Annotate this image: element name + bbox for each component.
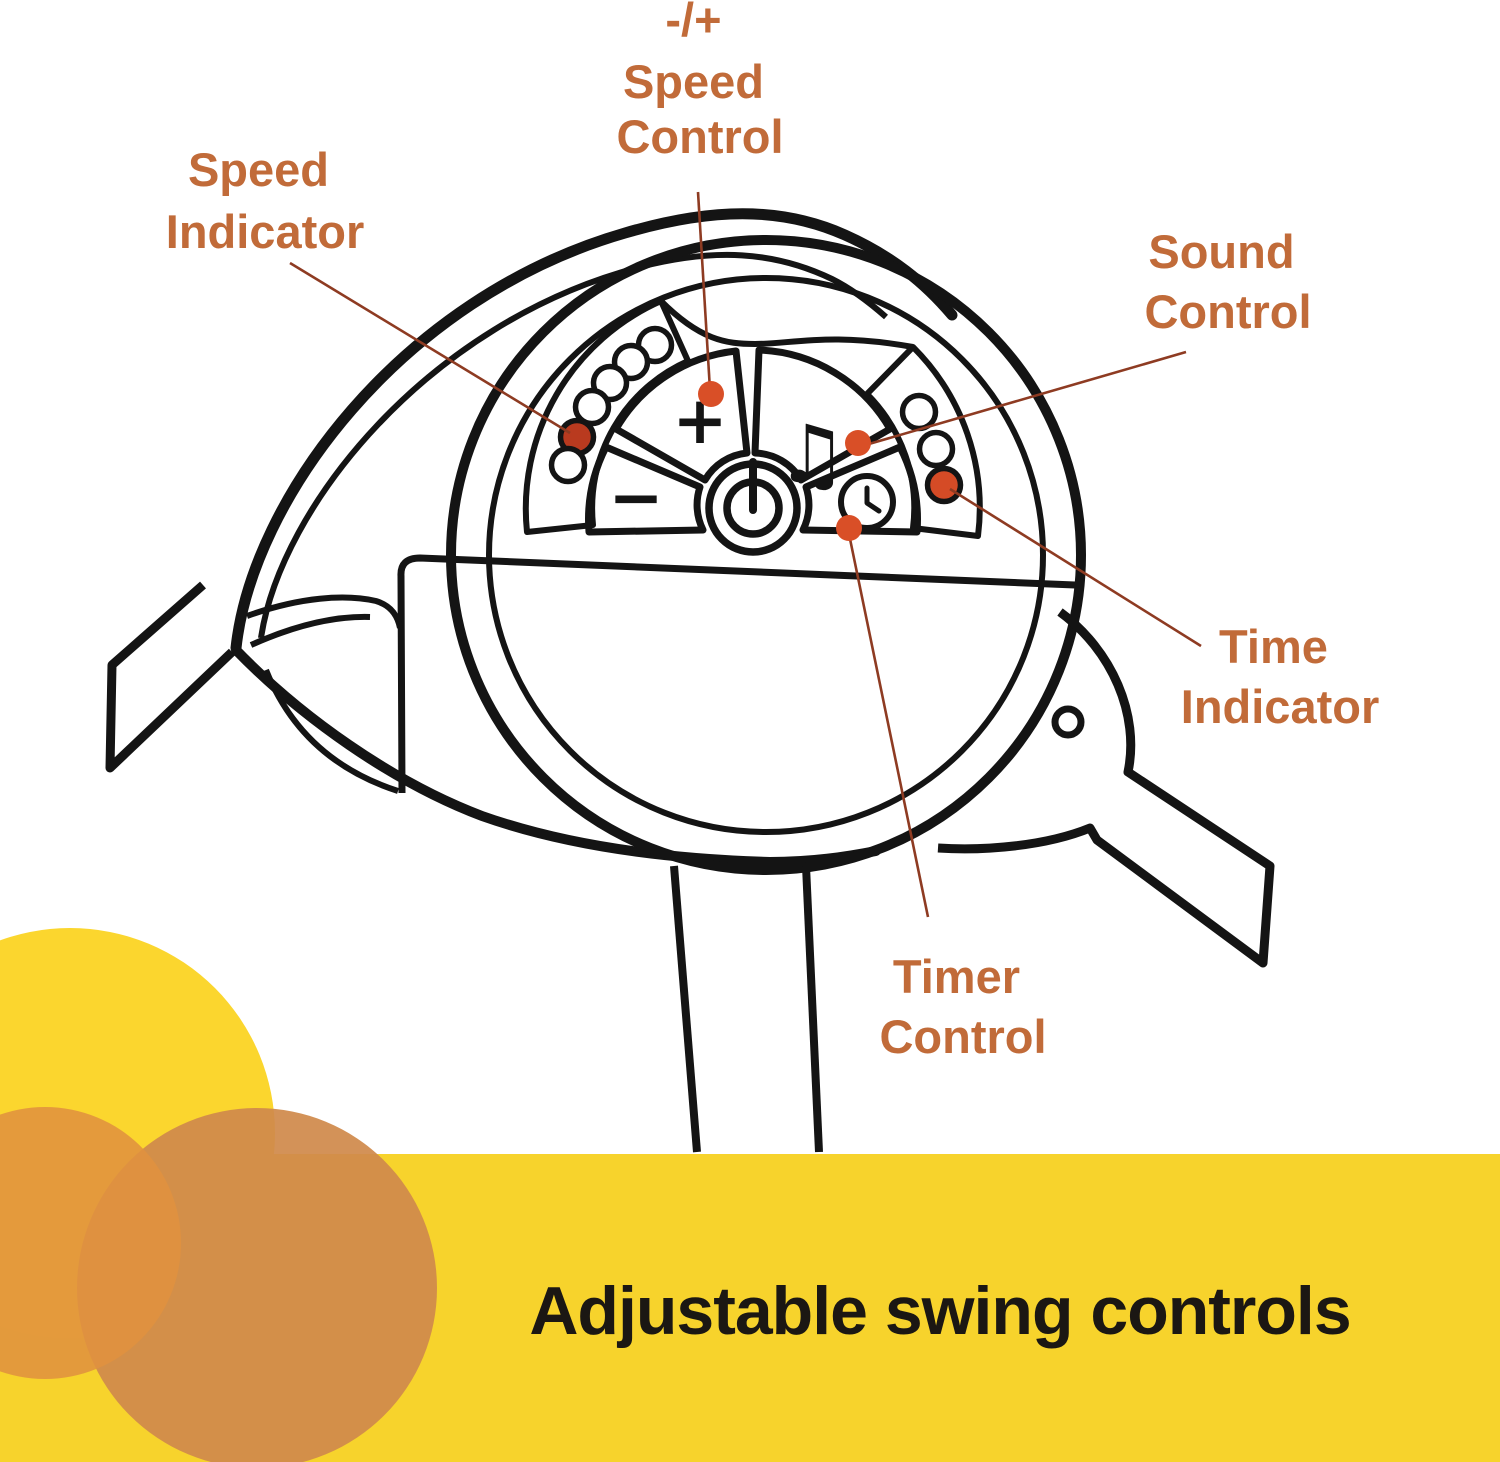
time-led-2	[916, 429, 956, 469]
minus-icon: −	[608, 459, 663, 536]
speed-led-1	[548, 445, 588, 485]
speed-led-3	[572, 387, 612, 427]
speed-control-label: -/+ Speed Control	[616, 0, 783, 163]
left-strap-path	[105, 581, 236, 773]
seat-divider-line	[397, 554, 1076, 794]
sound-control-label: Sound Control	[1144, 225, 1311, 338]
speed-control-leader-line	[696, 191, 712, 391]
sound-button	[751, 346, 894, 484]
timer-control-dot	[836, 515, 862, 541]
speed-control-dot	[698, 381, 724, 407]
time-led-3	[899, 392, 939, 432]
clock-icon	[838, 473, 896, 531]
speed-indicator-label: Speed Indicator	[166, 143, 364, 258]
banner-title: Adjustable swing controls	[529, 1273, 1350, 1349]
front-leg-right-line	[802, 865, 823, 1153]
speed-down-button	[585, 443, 707, 536]
canopy-pleat-2	[249, 613, 371, 648]
callout-leader-lines	[289, 191, 1202, 918]
hinge-and-rear-leg-path	[937, 608, 1275, 968]
speed-indicator-leader-line	[289, 261, 571, 435]
time-indicator-leader-line	[949, 487, 1202, 648]
decor-orange-circle-small	[0, 1107, 181, 1379]
canopy-pleat-3	[263, 668, 399, 794]
cluster-top-arc	[658, 298, 914, 350]
sound-control-leader-line	[861, 350, 1187, 448]
panel-face-circle	[486, 275, 1046, 835]
panel-housing-circle	[446, 235, 1086, 875]
canopy-pleat-1	[245, 594, 403, 629]
sound-control-dot	[845, 430, 871, 456]
time-indicator-led-active	[924, 465, 964, 505]
timer-control-leader-line	[847, 533, 930, 918]
front-leg-left-line	[670, 865, 701, 1153]
hinge-pivot-hole	[1051, 705, 1085, 739]
timer-control-label: Timer Control	[879, 950, 1046, 1063]
seat-bottom-edge-path	[231, 645, 881, 868]
seat-outer-shell-path	[230, 208, 958, 654]
music-note-icon: ♫	[776, 408, 848, 501]
time-indicator-label: Time Indicator	[1181, 620, 1379, 733]
swing-seat-lineart	[105, 208, 1275, 1153]
clock-icon-hands	[864, 485, 882, 514]
